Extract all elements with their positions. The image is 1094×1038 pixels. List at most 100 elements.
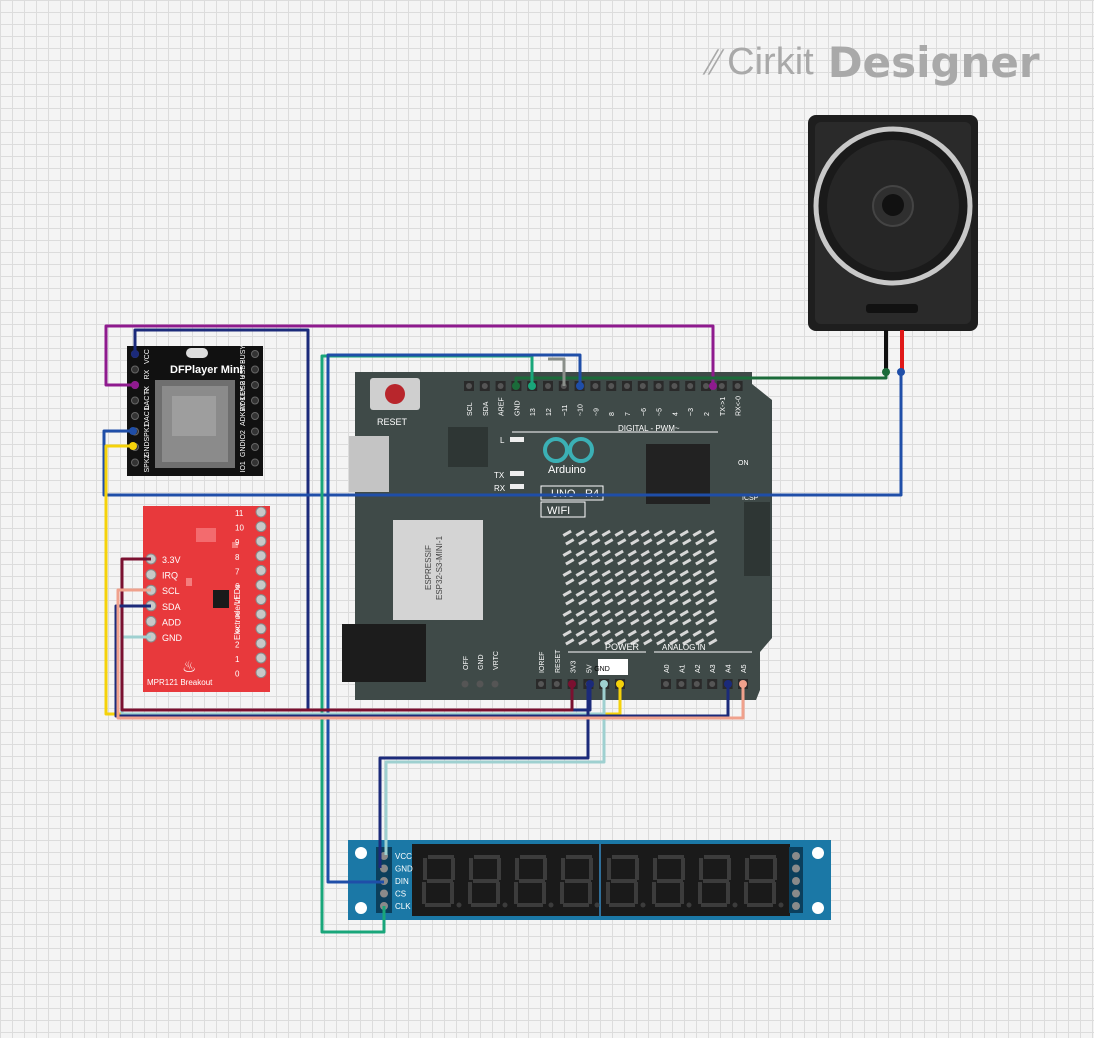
segment <box>473 879 499 883</box>
dfplayer-pin[interactable] <box>131 458 139 467</box>
arduino-pin-hole <box>687 383 694 389</box>
dfplayer-pin[interactable] <box>251 458 259 467</box>
dfplayer-pin[interactable] <box>131 396 139 405</box>
led-matrix-led <box>679 589 689 597</box>
led-matrix-led <box>591 638 601 646</box>
segment <box>611 879 637 883</box>
dfplayer-pin[interactable] <box>131 365 139 374</box>
mpr121-electrode-pin[interactable] <box>255 667 267 679</box>
mpr121-pin[interactable] <box>145 615 157 627</box>
led-matrix-led <box>578 638 588 646</box>
arduino-top-pin-label: 13 <box>530 408 537 416</box>
arduino-analog-pin-label: A3 <box>710 664 717 673</box>
arduino-misc-pin[interactable] <box>461 680 469 688</box>
segment <box>681 858 685 880</box>
mpr121-electrode-pin[interactable] <box>255 535 267 547</box>
display-out-pin[interactable] <box>792 889 800 898</box>
mpr121-pin[interactable] <box>145 569 157 581</box>
display-pin[interactable] <box>380 889 388 898</box>
arduino-power-pin-label: GND <box>594 666 610 673</box>
led-matrix-led <box>708 558 718 566</box>
led-matrix-led <box>653 609 663 617</box>
led-matrix-led <box>705 629 715 637</box>
dfplayer-pin[interactable] <box>251 381 259 389</box>
led-matrix-led <box>708 598 718 606</box>
mpr121-electrode-pin[interactable] <box>255 579 267 591</box>
dfplayer-title: DFPlayer Mini <box>170 364 243 376</box>
dfplayer-pin[interactable] <box>251 443 259 451</box>
dfplayer-pin[interactable] <box>251 365 259 374</box>
led-matrix-led <box>643 538 653 546</box>
arduino-uno-r4-wifi[interactable]: RESET ESPRESSIF ESP32-S3-MINI-1 Arduino … <box>342 372 772 700</box>
arduino-top-pin-label: ~5 <box>657 408 664 416</box>
led-matrix-led <box>601 609 611 617</box>
arduino-top-pin-label: 4 <box>672 412 679 416</box>
segment <box>772 882 776 904</box>
mpr121-electrode-pin[interactable] <box>255 550 267 562</box>
led-matrix-led <box>617 618 627 626</box>
speaker[interactable] <box>808 115 978 374</box>
arduino-pin-hole <box>608 383 615 389</box>
segment <box>699 858 703 880</box>
led-matrix-led <box>692 569 702 577</box>
dfplayer-pin[interactable] <box>251 427 259 436</box>
dfplayer-pin[interactable] <box>131 412 139 420</box>
led-matrix-led <box>565 598 575 606</box>
mpr121-electrode-label: 9 <box>235 538 240 547</box>
led-matrix-led <box>669 598 679 606</box>
mpr121-electrode-pin[interactable] <box>255 594 267 606</box>
mpr121-electrode-label: 3 <box>235 626 240 635</box>
segment-dp <box>686 902 692 908</box>
arduino-misc-pin[interactable] <box>476 680 484 688</box>
arduino-logo-label: Arduino <box>548 464 586 476</box>
led-matrix-led <box>604 618 614 626</box>
mpr121-pin-label: SDA <box>162 602 181 612</box>
led-matrix-led <box>643 558 653 566</box>
led-matrix-led <box>578 558 588 566</box>
segment <box>496 882 500 904</box>
dfplayer-pin[interactable] <box>251 396 259 405</box>
display-out-pin[interactable] <box>792 864 800 873</box>
display-pin[interactable] <box>380 864 388 873</box>
dfplayer-pin[interactable] <box>251 350 259 358</box>
led-matrix-led <box>588 629 598 637</box>
arduino-top-pin-label: ~10 <box>578 404 585 416</box>
led-matrix-led <box>601 589 611 597</box>
mpr121-electrode-pin[interactable] <box>255 637 267 649</box>
reset-label: RESET <box>377 417 408 427</box>
segment <box>542 882 546 904</box>
display-out-pin[interactable] <box>792 877 800 885</box>
led-matrix-led <box>682 578 692 586</box>
display-out-pin[interactable] <box>792 902 800 910</box>
segment <box>657 879 683 883</box>
arduino-misc-pin[interactable] <box>491 680 499 688</box>
digital-header: DIGITAL - PWM~ <box>618 424 680 433</box>
segment <box>750 855 776 859</box>
segment <box>497 858 501 880</box>
led-matrix-led <box>692 629 702 637</box>
segment <box>612 855 638 859</box>
mpr121-electrode-pin[interactable] <box>255 564 267 576</box>
segment <box>653 858 657 880</box>
led-matrix-led <box>565 558 575 566</box>
dfplayer-pin-label: DAC R <box>144 389 151 411</box>
mpr121-electrode-pin[interactable] <box>255 608 267 620</box>
mpr121-electrode-pin[interactable] <box>255 652 267 664</box>
led-matrix-led <box>695 638 705 646</box>
watermark-cirkit: Cirkit <box>727 41 814 83</box>
segment <box>606 882 610 904</box>
mpr121-electrode-label: 5 <box>235 597 240 606</box>
mpr121-electrode-pin[interactable] <box>255 521 267 533</box>
display-out-pin[interactable] <box>792 852 800 860</box>
dfplayer-pin[interactable] <box>251 412 259 420</box>
dfplayer-pin-label: IO1 <box>240 461 247 472</box>
arduino-power-pin-label: VIN <box>618 661 625 673</box>
mpr121-electrode-pin[interactable] <box>255 506 267 518</box>
mpr121-breakout[interactable]: MPR121 Breakout Electrode/LEDs ♨ 3.3VIRQ… <box>143 506 270 692</box>
led-matrix-led <box>643 578 653 586</box>
dfplayer-pin-label: GND <box>144 441 151 457</box>
segment <box>450 882 454 904</box>
mpr121-electrode-pin[interactable] <box>255 623 267 635</box>
